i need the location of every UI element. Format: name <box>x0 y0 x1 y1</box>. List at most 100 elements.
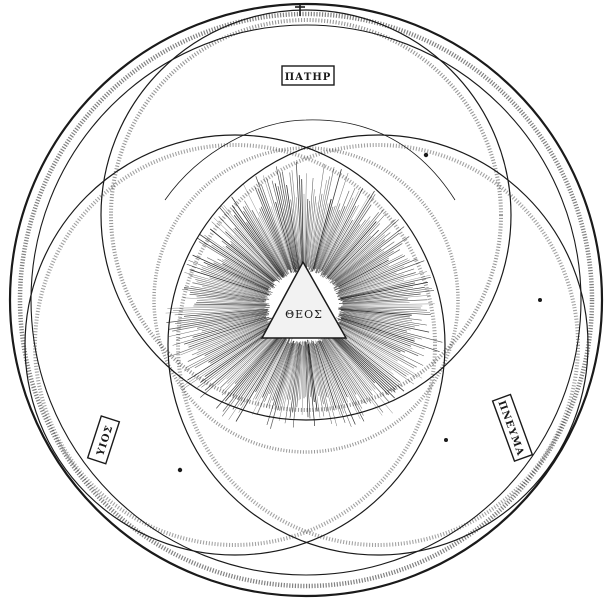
ray-line <box>183 325 277 389</box>
ray-line <box>166 310 268 323</box>
ray-line <box>342 293 421 303</box>
ray-line <box>322 224 361 278</box>
ray-line <box>260 184 292 270</box>
ray-line <box>292 343 301 428</box>
ray-line <box>307 344 316 427</box>
ray-line <box>189 269 270 295</box>
ray-line <box>334 236 410 286</box>
ray-line <box>334 326 409 376</box>
ray-line <box>254 187 290 271</box>
center-label: ΘΕΟΣ <box>285 308 323 321</box>
ray-line <box>315 172 349 269</box>
ray-line <box>305 342 311 419</box>
ray-line <box>198 241 276 289</box>
ray-line <box>333 249 401 289</box>
ray-line <box>182 297 270 304</box>
ray-line <box>338 258 418 292</box>
ray-line <box>321 338 364 416</box>
ray-line <box>276 166 298 270</box>
ray-line <box>334 257 389 289</box>
ray-line <box>211 244 272 285</box>
ray-line <box>178 309 269 320</box>
ray-line <box>326 216 371 276</box>
ray-line <box>228 338 283 420</box>
ray-line <box>223 205 281 276</box>
ray-line <box>338 298 408 304</box>
ray-line <box>213 217 277 279</box>
ray-line <box>315 343 337 409</box>
ray-line <box>196 296 265 303</box>
ray-line <box>317 340 345 404</box>
father-label: ΠΑΤΗΡ <box>281 65 335 86</box>
ray-line <box>190 286 270 301</box>
ray-line <box>295 161 303 269</box>
ray-line <box>322 334 366 400</box>
ray-line <box>204 328 273 377</box>
ray-line <box>236 334 284 400</box>
ray-line <box>321 337 363 409</box>
ray-line <box>167 318 272 358</box>
ray-line <box>279 342 296 412</box>
ray-line <box>314 343 335 411</box>
ray-line <box>334 328 415 385</box>
ray-line <box>325 336 383 416</box>
ray-line <box>313 340 338 427</box>
ray-line <box>207 265 273 293</box>
spirit-circle <box>167 134 589 556</box>
dot-marker <box>538 298 542 302</box>
dot-marker <box>444 438 448 442</box>
ray-line <box>337 324 417 368</box>
ray-line <box>257 217 288 274</box>
ray-line <box>279 172 299 273</box>
ray-line <box>291 170 301 268</box>
ray-line <box>327 335 372 391</box>
ray-line <box>201 329 275 388</box>
ray-line <box>286 184 300 269</box>
ray-line <box>316 342 346 423</box>
ray-line <box>257 188 292 274</box>
ray-line <box>318 197 354 274</box>
ray-line <box>234 235 279 280</box>
ray-line <box>197 329 274 388</box>
ray-line <box>230 243 276 282</box>
ray-line <box>220 330 280 389</box>
ray-line <box>168 312 268 330</box>
ray-line <box>231 196 286 277</box>
ray-line <box>218 216 281 281</box>
ray-line <box>300 340 304 400</box>
ray-line <box>233 214 283 278</box>
ray-line <box>174 311 268 324</box>
ray-line <box>331 239 386 283</box>
ray-line <box>211 221 278 282</box>
ray-line <box>232 335 285 410</box>
ray-line <box>327 337 373 396</box>
ray-line <box>304 340 309 418</box>
ray-line <box>192 282 266 299</box>
ray-line <box>242 206 287 277</box>
ray-line <box>200 328 274 383</box>
ray-line <box>336 250 385 284</box>
ray-line <box>298 341 303 401</box>
ray-line <box>289 342 300 418</box>
ray-line <box>196 320 273 356</box>
ray-line <box>339 312 420 327</box>
ray-line <box>308 163 325 270</box>
ray-line <box>338 286 413 301</box>
ray-line <box>329 229 379 280</box>
ray-line <box>255 338 287 392</box>
ray-line <box>180 311 270 326</box>
ray-line <box>319 338 361 420</box>
ray-line <box>278 341 297 421</box>
ray-line <box>338 274 431 298</box>
ray-line <box>320 205 359 275</box>
ray-line <box>331 219 399 281</box>
ray-line <box>333 332 397 388</box>
ray-line <box>262 336 291 398</box>
ray-line <box>230 240 277 282</box>
ray-line <box>190 291 265 302</box>
ray-line <box>240 338 284 406</box>
ray-line <box>332 232 400 285</box>
ray-line <box>258 211 290 275</box>
ray-line <box>332 333 396 393</box>
ray-line <box>316 190 350 274</box>
